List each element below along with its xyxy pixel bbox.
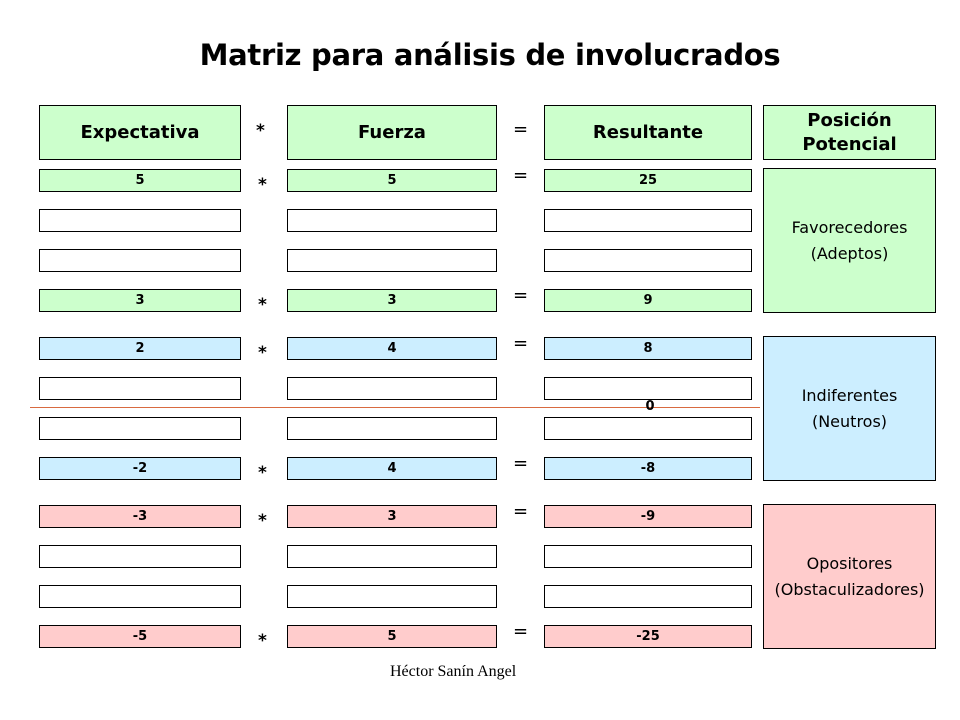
header-posicion-line2: Potencial — [802, 133, 897, 155]
resultante-cell — [544, 545, 752, 568]
multiply-sign: * — [258, 631, 267, 651]
fuerza-cell: 5 — [287, 625, 497, 648]
expectativa-cell: 3 — [39, 289, 241, 312]
resultante-cell — [544, 585, 752, 608]
resultante-cell: -8 — [544, 457, 752, 480]
resultante-cell: 9 — [544, 289, 752, 312]
equals-sign: = — [513, 333, 529, 354]
multiply-sign: * — [258, 295, 267, 315]
group-favorecedores-line1: Favorecedores — [791, 217, 908, 237]
header-multiply-sign: * — [256, 121, 265, 141]
expectativa-cell: 5 — [39, 169, 241, 192]
resultante-cell: -9 — [544, 505, 752, 528]
expectativa-cell: 2 — [39, 337, 241, 360]
zero-divider-line — [30, 407, 760, 408]
multiply-sign: * — [258, 343, 267, 363]
fuerza-cell — [287, 585, 497, 608]
zero-label: 0 — [645, 399, 655, 414]
equals-sign: = — [513, 165, 529, 186]
group-indiferentes-line1: Indiferentes — [801, 385, 898, 405]
resultante-cell: 8 — [544, 337, 752, 360]
fuerza-cell: 5 — [287, 169, 497, 192]
group-opositores-line1: Opositores — [806, 553, 893, 573]
fuerza-cell — [287, 377, 497, 400]
header-equals-sign: = — [513, 119, 529, 140]
group-opositores: Opositores (Obstaculizadores) — [763, 504, 936, 649]
expectativa-cell — [39, 209, 241, 232]
equals-sign: = — [513, 621, 529, 642]
fuerza-cell: 4 — [287, 337, 497, 360]
resultante-cell: -25 — [544, 625, 752, 648]
fuerza-cell — [287, 417, 497, 440]
header-fuerza: Fuerza — [287, 105, 497, 160]
fuerza-cell — [287, 249, 497, 272]
author-footer: Héctor Sanín Angel — [390, 663, 517, 680]
fuerza-cell: 3 — [287, 505, 497, 528]
resultante-cell — [544, 377, 752, 400]
group-opositores-line2: (Obstaculizadores) — [774, 579, 925, 599]
header-posicion-potencial: Posición Potencial — [763, 105, 936, 160]
group-favorecedores-line2: (Adeptos) — [810, 243, 889, 263]
resultante-cell — [544, 417, 752, 440]
expectativa-cell — [39, 249, 241, 272]
expectativa-cell — [39, 417, 241, 440]
expectativa-cell — [39, 377, 241, 400]
equals-sign: = — [513, 285, 529, 306]
resultante-cell: 25 — [544, 169, 752, 192]
header-posicion-line1: Posición — [807, 109, 892, 131]
header-expectativa: Expectativa — [39, 105, 241, 160]
expectativa-cell: -5 — [39, 625, 241, 648]
fuerza-cell: 4 — [287, 457, 497, 480]
fuerza-cell — [287, 545, 497, 568]
equals-sign: = — [513, 453, 529, 474]
expectativa-cell: -3 — [39, 505, 241, 528]
fuerza-cell: 3 — [287, 289, 497, 312]
fuerza-cell — [287, 209, 497, 232]
equals-sign: = — [513, 501, 529, 522]
page-title: Matriz para análisis de involucrados — [199, 38, 781, 72]
expectativa-cell — [39, 545, 241, 568]
group-indiferentes: Indiferentes (Neutros) — [763, 336, 936, 481]
group-favorecedores: Favorecedores (Adeptos) — [763, 168, 936, 313]
header-resultante: Resultante — [544, 105, 752, 160]
resultante-cell — [544, 209, 752, 232]
expectativa-cell: -2 — [39, 457, 241, 480]
multiply-sign: * — [258, 463, 267, 483]
multiply-sign: * — [258, 175, 267, 195]
resultante-cell — [544, 249, 752, 272]
expectativa-cell — [39, 585, 241, 608]
group-indiferentes-line2: (Neutros) — [811, 411, 888, 431]
multiply-sign: * — [258, 511, 267, 531]
